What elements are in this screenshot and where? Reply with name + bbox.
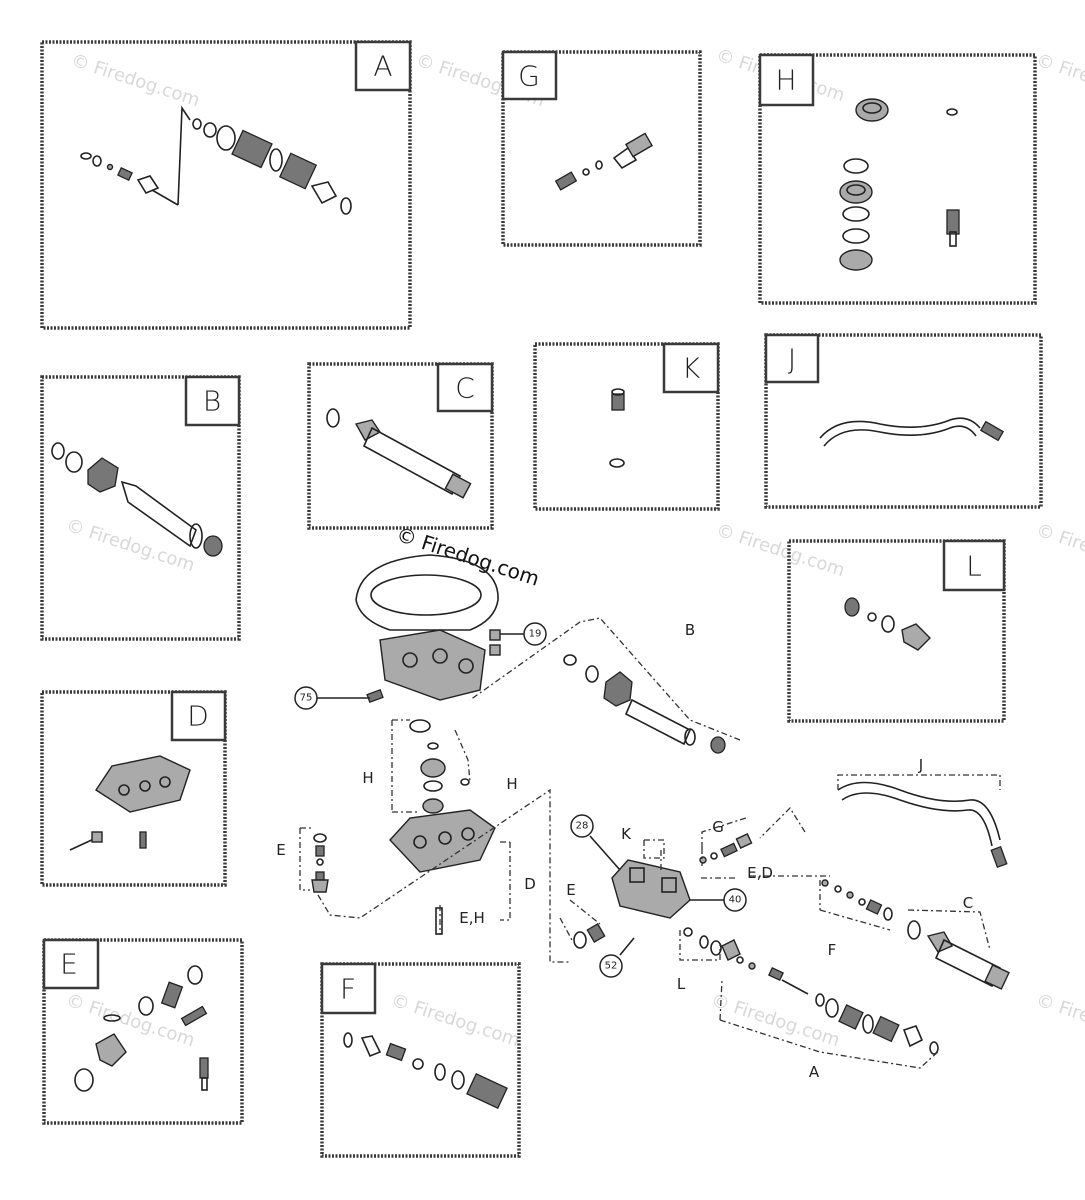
kit-h-tag: H: [775, 64, 796, 97]
kit-h-parts: [839, 98, 960, 271]
callout-28: 28: [576, 821, 589, 832]
kit-c-tag: C: [455, 372, 475, 405]
watermark-edge-mid: © Firedog.com: [1033, 520, 1085, 581]
kit-b-box: B: [40, 375, 241, 641]
kit-g-parts: [554, 132, 653, 191]
kit-l-parts: [844, 597, 931, 651]
kit-j-tag: J: [788, 343, 796, 376]
kit-f-box: F: [320, 962, 521, 1158]
kit-j-parts: [819, 417, 1005, 447]
kit-j-box: J: [764, 333, 1043, 509]
watermark-f: © Firedog.com: [388, 990, 522, 1051]
watermark-b: © Firedog.com: [63, 515, 197, 576]
label-h-left: H: [362, 769, 373, 787]
kit-f-tag: F: [340, 973, 356, 1006]
callout-19: 19: [529, 629, 542, 640]
watermark-edge-bottom: © Firedog.com: [1033, 990, 1085, 1051]
kit-d-parts: [69, 755, 191, 851]
watermark-l: © Firedog.com: [713, 520, 847, 581]
label-l: L: [677, 975, 686, 993]
kit-c-box: C: [307, 362, 494, 530]
leader-lines: [299, 617, 1001, 1069]
part-number-callouts: 19 75 28 40 52: [294, 622, 747, 978]
watermark-a-bottom: © Firedog.com: [708, 990, 842, 1051]
label-h-right: H: [506, 775, 517, 793]
label-j: J: [918, 756, 923, 774]
kit-g-box: G: [501, 50, 702, 247]
kit-k-box: K: [533, 342, 720, 511]
label-d: D: [524, 875, 536, 893]
kit-k-parts: [609, 388, 625, 468]
kit-d-tag: D: [187, 700, 209, 733]
label-e-right: E: [566, 881, 575, 899]
kit-k-tag: K: [682, 352, 701, 385]
main-assembly: [311, 554, 1010, 1055]
watermark-a: © Firedog.com: [68, 50, 202, 111]
label-a: A: [809, 1063, 820, 1081]
kit-e-parts: [74, 965, 209, 1092]
callout-75: 75: [300, 693, 313, 704]
label-k: K: [621, 825, 632, 843]
callout-52: 52: [605, 961, 618, 972]
label-e-left: E: [276, 841, 285, 859]
label-g: G: [712, 818, 724, 836]
kit-e-box: E: [42, 938, 244, 1125]
kit-h-box: H: [758, 53, 1037, 305]
kit-l-tag: L: [966, 550, 982, 583]
kit-c-parts: [326, 408, 472, 499]
kit-e-tag: E: [60, 948, 78, 981]
label-e-d: E,D: [747, 864, 773, 882]
kit-b-parts: [51, 442, 223, 557]
kit-a-tag: A: [373, 50, 392, 83]
kit-f-parts: [343, 1032, 508, 1110]
kit-g-tag: G: [518, 60, 540, 93]
watermark-edge-top: © Firedog.com: [1033, 50, 1085, 111]
label-b: B: [685, 621, 695, 639]
assembly-labels: B H H E D E,H J K G E,D E C F L A: [276, 621, 973, 1081]
label-c: C: [963, 894, 973, 912]
kit-b-tag: B: [203, 385, 221, 418]
kit-l-box: L: [787, 539, 1006, 723]
kit-a-box: A: [40, 40, 412, 330]
kit-a-parts: [80, 105, 352, 215]
label-f: F: [828, 941, 837, 959]
label-e-h: E,H: [459, 909, 485, 927]
callout-40: 40: [729, 895, 742, 906]
kit-d-box: D: [40, 690, 227, 887]
